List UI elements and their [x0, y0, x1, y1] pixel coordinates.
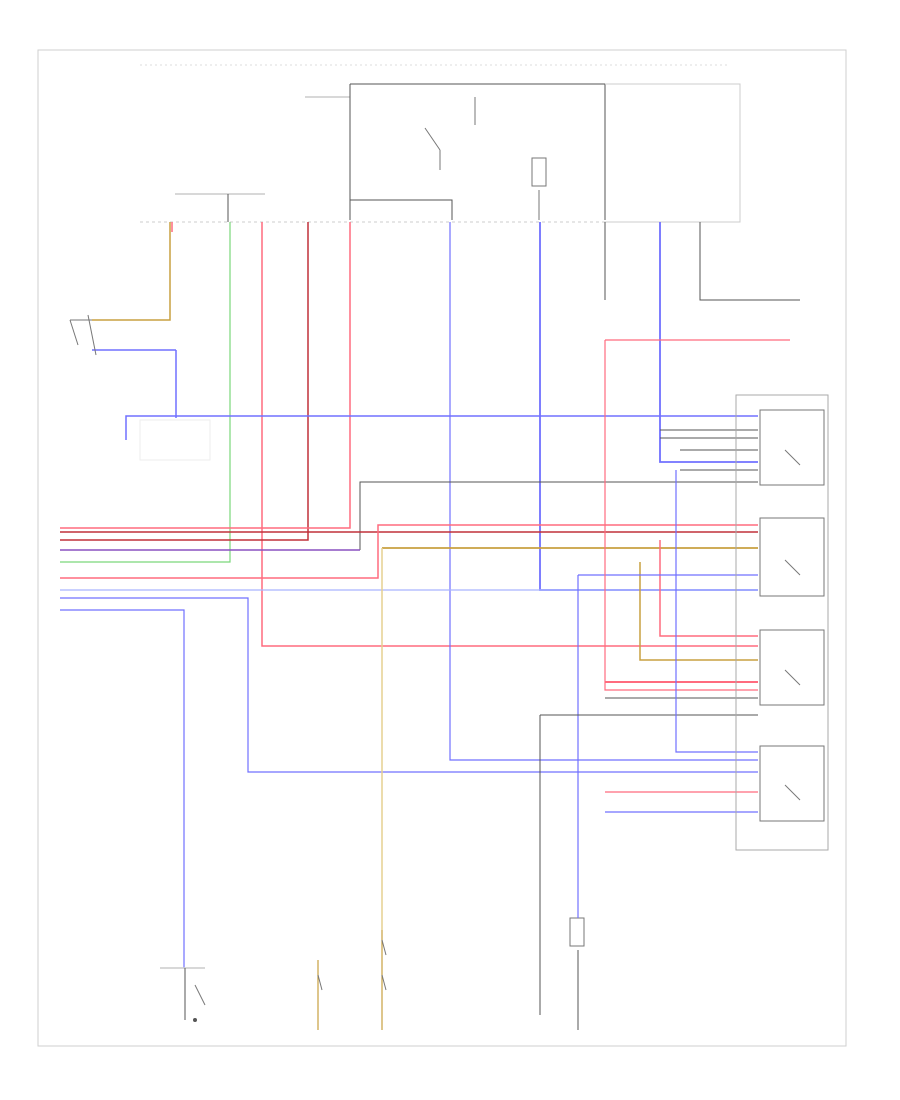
- left-switch: [69, 314, 97, 356]
- bottom-switch-1: [317, 960, 323, 1030]
- diagram-border: [37, 49, 847, 1047]
- bottom-left-sensor: [160, 967, 206, 1022]
- left-module: [139, 419, 211, 461]
- top-control-module: [305, 83, 741, 223]
- relay-box: [735, 394, 829, 851]
- vertical-wires: [60, 222, 800, 761]
- bottom-right-switch: [569, 850, 585, 1030]
- horizontal-wires: [60, 339, 790, 1015]
- bottom-switch-2: [381, 930, 387, 1030]
